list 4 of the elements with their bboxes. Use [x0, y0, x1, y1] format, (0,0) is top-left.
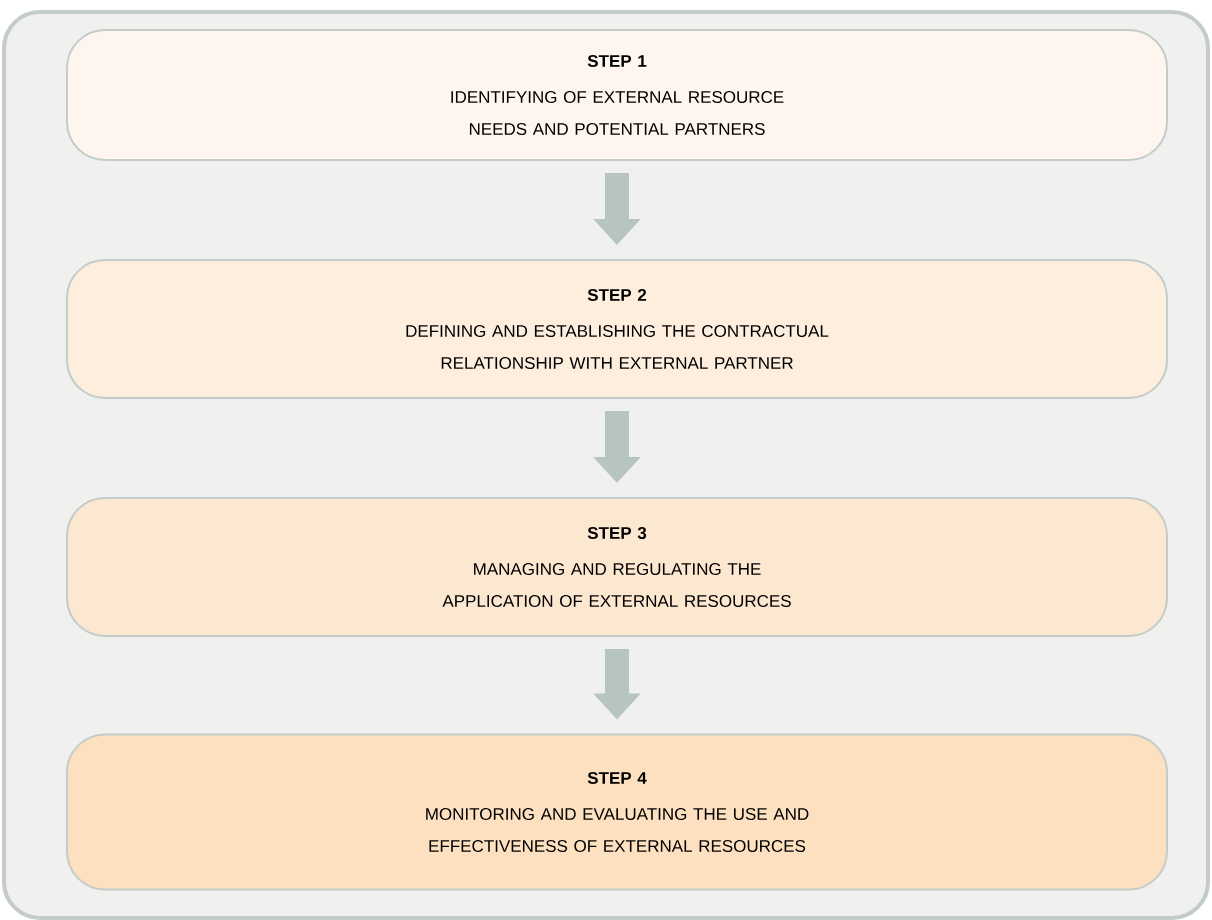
step-box: STEP 2 DEFINING AND ESTABLISHING THE CONTRACTUAL RELATIONSHIP WITH EXTERNAL PARTNER — [66, 259, 1168, 399]
step-box: STEP 1 IDENTIFYING OF EXTERNAL RESOURCE NEEDS AND POTENTIAL PARTNERS — [66, 29, 1168, 161]
step-box: STEP 3 MANAGING AND REGULATING THE APPLICATION OF EXTERNAL RESOURCES — [66, 497, 1168, 637]
step-box: STEP 4 MONITORING AND EVALUATING THE USE AND EFFECTIVENESS OF EXTERNAL RESOURCES — [66, 733, 1168, 891]
